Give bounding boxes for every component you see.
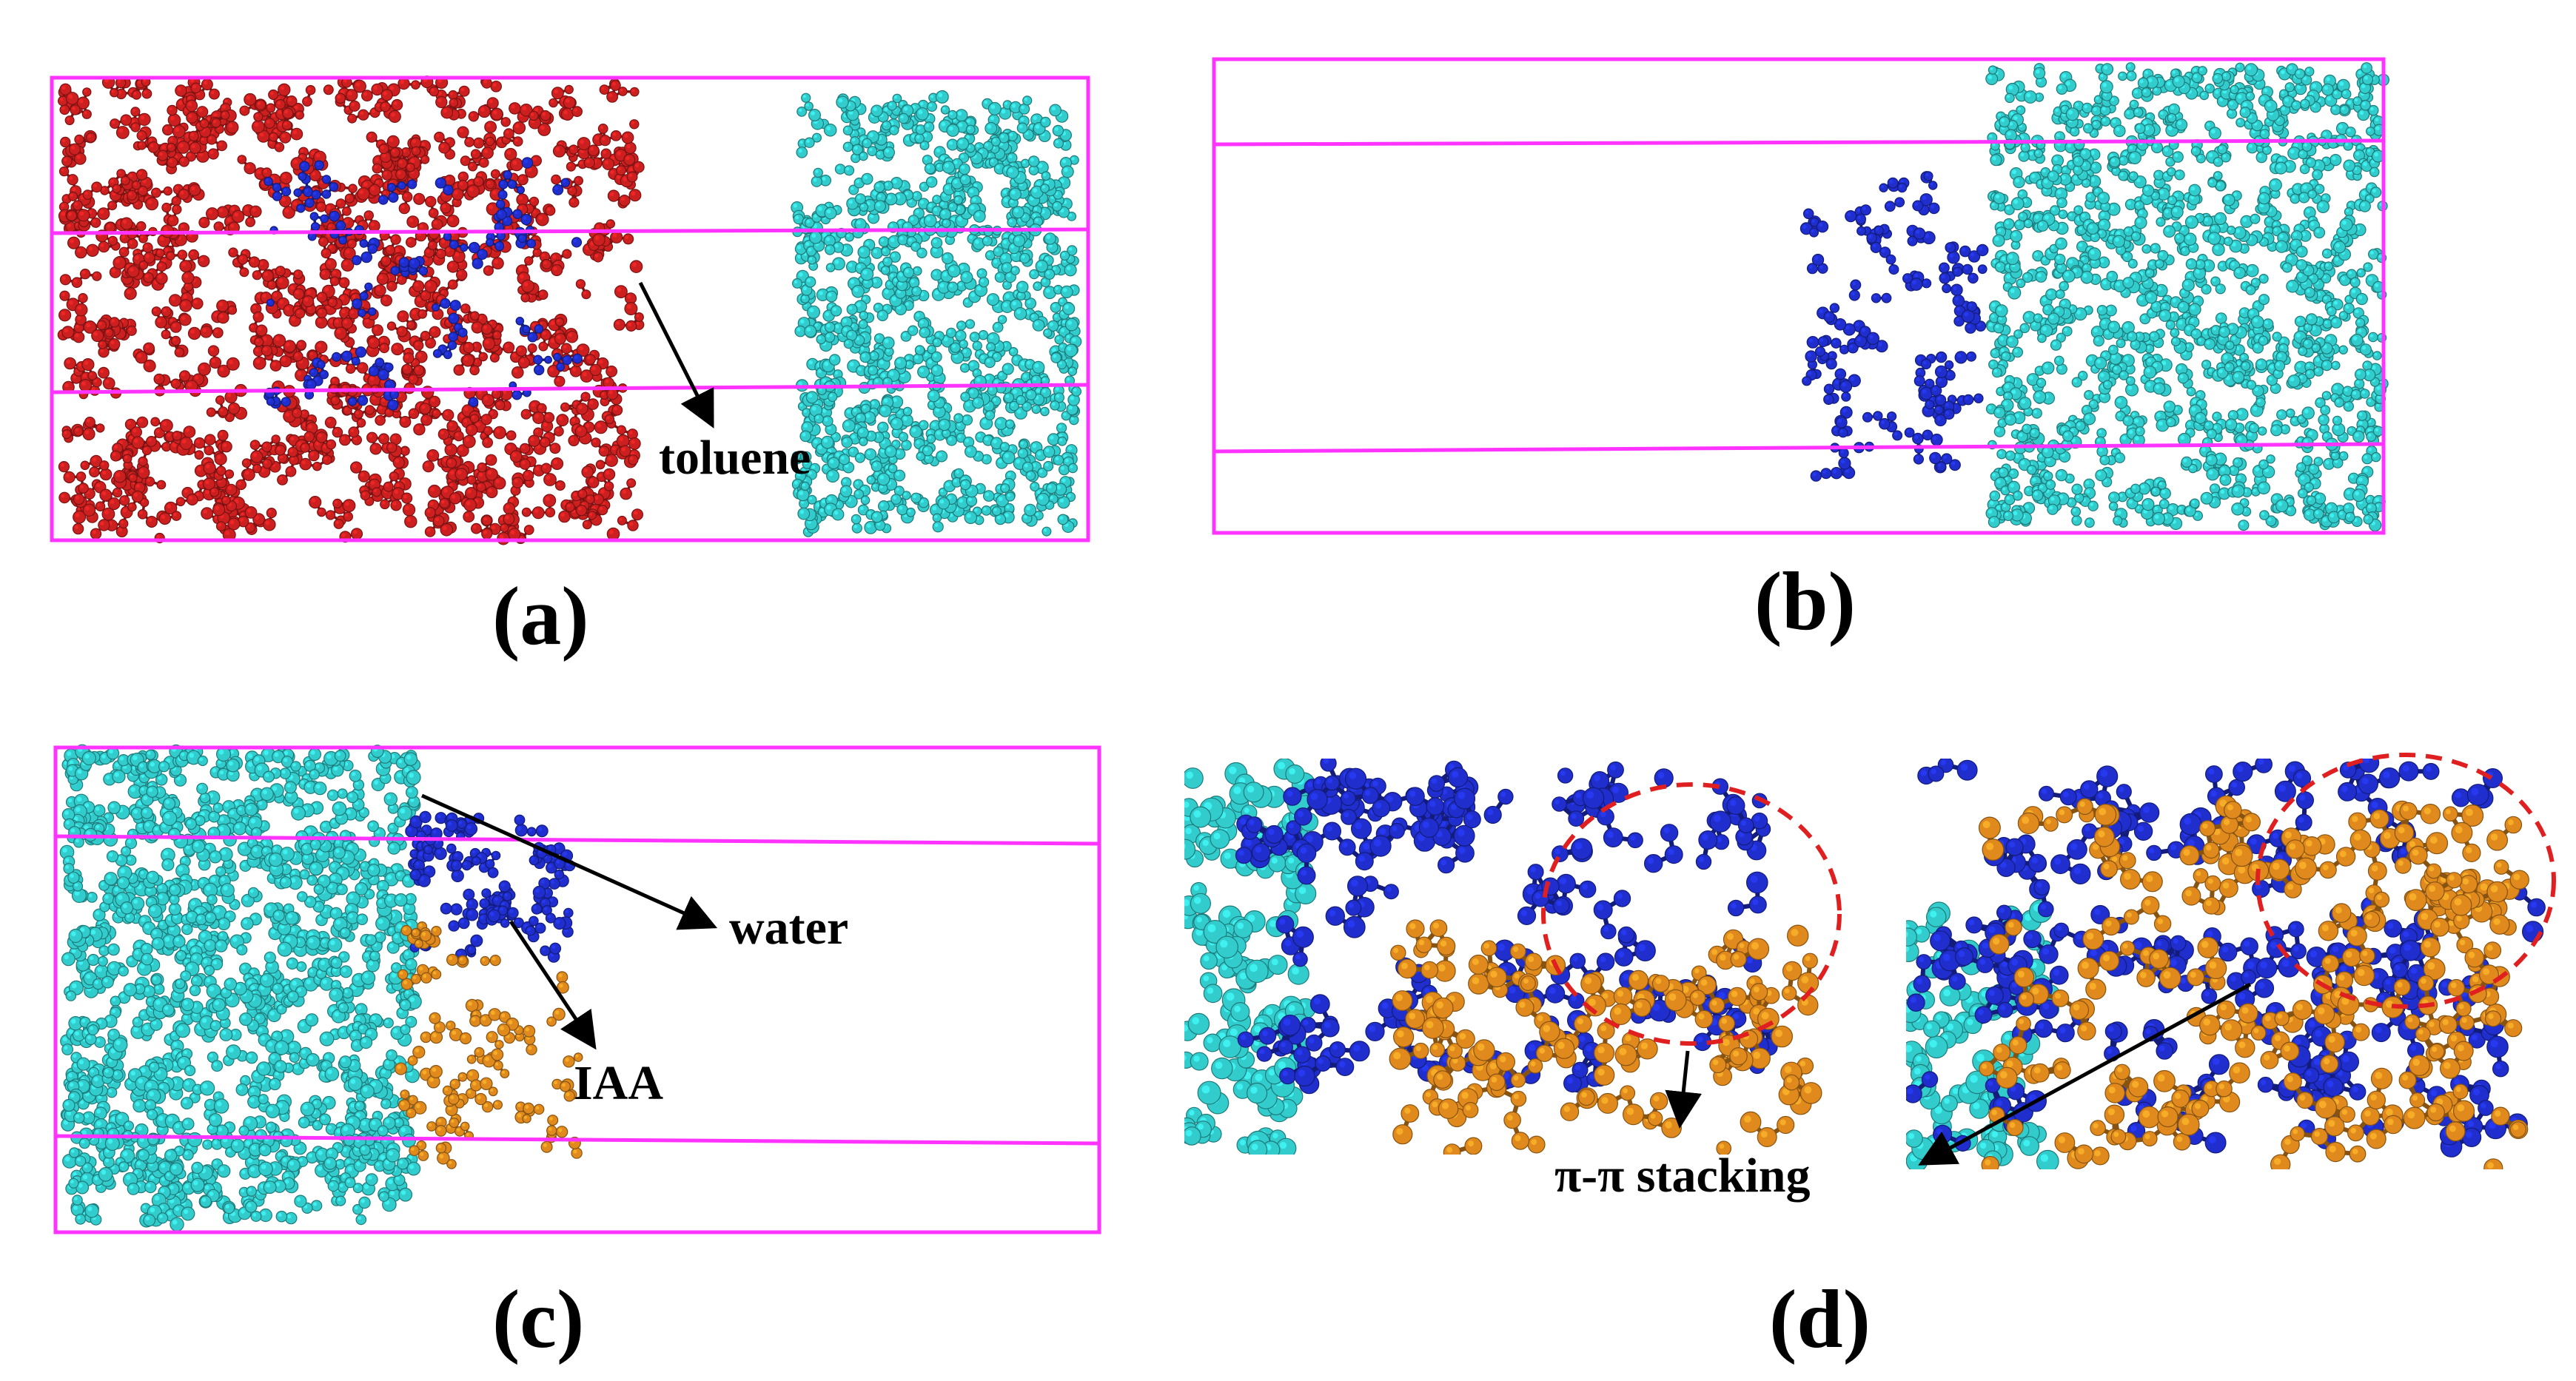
panel-c: water IAA (c): [56, 745, 1099, 1365]
caption-a: (a): [492, 571, 589, 662]
caption-b: (b): [1754, 556, 1856, 648]
panel-d: π-π stacking (d): [1175, 753, 2557, 1365]
label-iaa: IAA: [574, 1056, 663, 1110]
water-molecules-c: [60, 745, 421, 1231]
panel-b: (b): [1214, 59, 2389, 648]
iaa-molecules-b: [1800, 172, 1988, 482]
caption-c: (c): [492, 1274, 584, 1365]
water-molecules-b: [1986, 63, 2389, 531]
toluene-molecules-a: [58, 76, 644, 545]
closeup-right: [1899, 753, 2557, 1177]
label-toluene: toluene: [659, 431, 811, 485]
water-molecules-a: [791, 90, 1081, 537]
arrow-toluene: [640, 283, 711, 422]
panel-a: toluene (a): [52, 76, 1088, 662]
caption-d: (d): [1769, 1274, 1871, 1365]
label-pi-stacking: π-π stacking: [1554, 1149, 1811, 1203]
label-water: water: [729, 901, 848, 955]
closeup-left: [1175, 756, 1851, 1161]
